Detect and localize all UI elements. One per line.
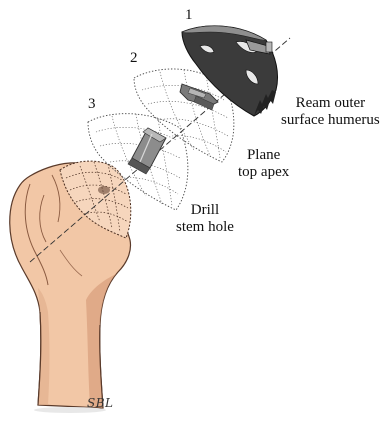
step-2-number: 2 bbox=[130, 50, 138, 66]
step-2-label: Plane top apex bbox=[238, 147, 289, 181]
step-2-label-line2: top apex bbox=[238, 164, 289, 181]
step-3-label-line1: Drill bbox=[176, 202, 234, 219]
step-1-label: Ream outer surface humerus bbox=[281, 95, 380, 129]
step-1-label-line1: Ream outer bbox=[281, 95, 380, 112]
step-3-label-line2: stem hole bbox=[176, 219, 234, 236]
step-3-number: 3 bbox=[88, 96, 96, 112]
step-3-label: Drill stem hole bbox=[176, 202, 234, 236]
step-1-number: 1 bbox=[185, 7, 193, 23]
artist-signature: SBL bbox=[87, 396, 114, 410]
humerus-bone-icon bbox=[10, 161, 131, 413]
step-2-label-line1: Plane bbox=[238, 147, 289, 164]
step-1-label-line2: surface humerus bbox=[281, 112, 380, 129]
